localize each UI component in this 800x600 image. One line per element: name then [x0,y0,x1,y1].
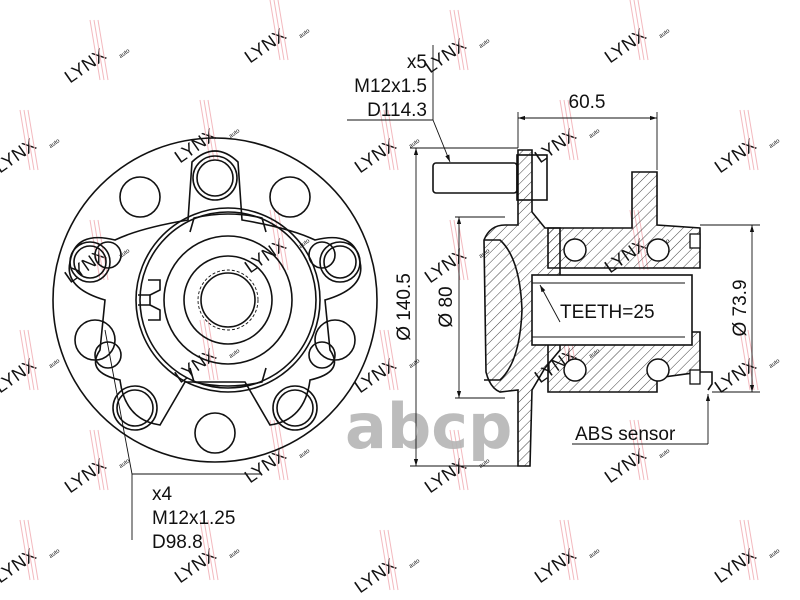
abs-ring [700,371,713,391]
spline-teeth-label: TEETH=25 [560,302,655,323]
dim-flange-diameter-label: Ø 140.5 [394,273,415,341]
section-view [347,45,760,467]
outer-flange-circle [52,137,378,463]
dim-bearing-diameter-label: Ø 73.9 [730,279,751,336]
svg-text:D114.3: D114.3 [367,100,427,121]
flange-outline [68,150,362,426]
sensor-clip [148,279,161,321]
svg-text:M12x1.25: M12x1.25 [152,508,235,529]
svg-text:x5: x5 [407,52,427,73]
spline-bore [531,274,693,346]
front-stud-label: x4 M12x1.25 D98.8 [152,484,235,553]
svg-text:x4: x4 [152,484,173,505]
svg-text:M12x1.5: M12x1.5 [354,76,427,97]
abcp-watermark: abcp [345,390,512,463]
svg-text:D98.8: D98.8 [152,532,203,553]
abs-sensor-label: ABS sensor [575,424,676,445]
front-view [52,137,378,540]
dim-pilot-diameter-label: Ø 80 [436,286,457,327]
dim-width-label: 60.5 [569,92,606,113]
spline-teeth [197,269,259,331]
section-stud-label: x5 M12x1.5 D114.3 [354,52,427,121]
wheel-stud-holes [69,155,361,431]
wheel-stud [432,162,518,194]
